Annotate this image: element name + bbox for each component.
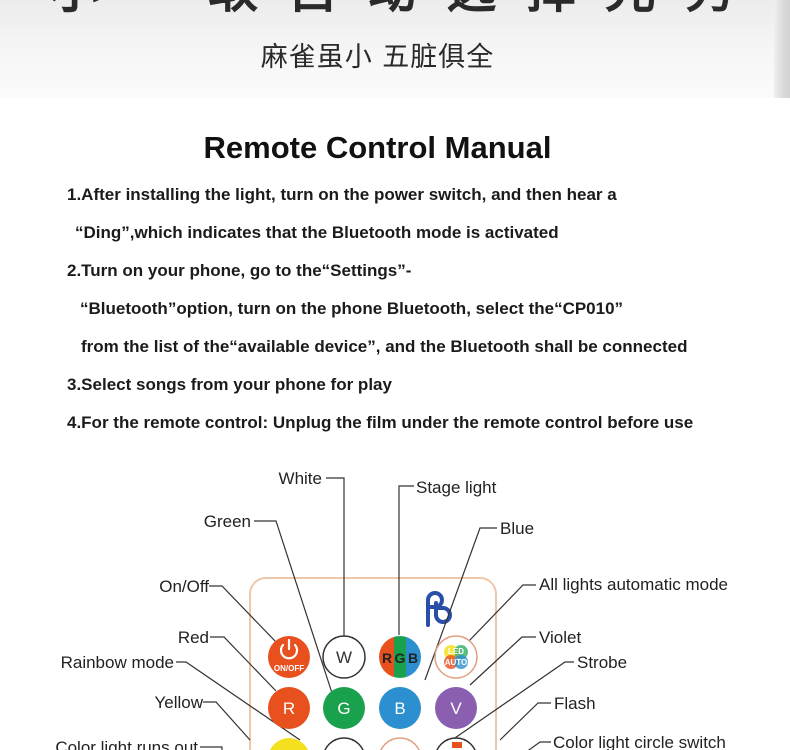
leader-white [326, 477, 345, 644]
remote-diagram: White Stage light Green Blue On/Off All … [55, 469, 728, 750]
leader-all-auto [467, 584, 536, 643]
manual-title: Remote Control Manual [203, 130, 552, 165]
manual-line-5: from the list of the“available device”, … [81, 337, 688, 356]
manual-line-6: 3.Select songs from your phone for play [67, 375, 392, 394]
manual-line-3: 2.Turn on your phone, go to the“Settings… [67, 261, 412, 280]
label-stage-light: Stage light [416, 478, 497, 497]
power-caption: ON/OFF [274, 664, 304, 673]
label-yellow: Yellow [154, 693, 203, 712]
red-button-label: R [283, 699, 295, 718]
leader-green [254, 520, 333, 694]
leader-yellow [203, 701, 251, 741]
label-white: White [279, 469, 322, 488]
blue-button[interactable]: B [379, 687, 421, 729]
violet-button-label: V [450, 699, 462, 718]
label-color-circle-switch: Color light circle switch [553, 733, 726, 750]
leader-circle-switch [527, 741, 551, 750]
green-button[interactable]: G [323, 687, 365, 729]
power-button[interactable]: ON/OFF [268, 636, 310, 678]
rgb-label-r: R [382, 650, 392, 666]
banner-title: 小 一 取 自 动 选 择 光 秀 [0, 0, 790, 20]
led-auto-button[interactable]: LED AUTO [434, 635, 478, 679]
manual-line-4: “Bluetooth”option, turn on the phone Blu… [80, 299, 624, 318]
label-green: Green [204, 512, 251, 531]
remote-body [249, 577, 497, 750]
leader-red [210, 636, 277, 692]
red-button[interactable]: R [268, 687, 310, 729]
leader-stage-light [398, 485, 414, 635]
white-button-label: W [336, 648, 352, 667]
leader-flash [499, 702, 551, 741]
banner-subtitle: 麻雀虽小 五脏俱全 [260, 42, 495, 73]
top-banner: 小 一 取 自 动 选 择 光 秀 麻雀虽小 五脏俱全 [0, 0, 790, 98]
rainbow-button[interactable] [323, 737, 365, 750]
power-icon [279, 638, 299, 660]
flash-mark-icon [452, 742, 462, 748]
leader-on-off [209, 585, 277, 643]
rgb-label-g: G [395, 650, 406, 666]
label-blue: Blue [500, 519, 534, 538]
rgb-label-b: B [408, 650, 418, 666]
stage-light-button[interactable]: R G B [379, 636, 421, 678]
brand-logo-icon [426, 591, 452, 627]
leader-blue [424, 527, 497, 681]
label-flash: Flash [554, 694, 596, 713]
blue-button-label: B [394, 699, 405, 718]
led-label: LED [448, 647, 464, 656]
white-button[interactable]: W [322, 635, 366, 679]
label-color-runs-out: Color light runs out [55, 738, 198, 750]
manual-line-1: 1.After installing the light, turn on th… [67, 185, 617, 204]
auto-label: AUTO [445, 658, 468, 667]
banner-side-shade [774, 0, 790, 98]
leader-runs-out [200, 746, 223, 750]
label-red: Red [178, 628, 209, 647]
leader-violet [469, 636, 536, 686]
label-on-off: On/Off [159, 577, 209, 596]
yellow-button[interactable] [268, 738, 310, 750]
label-rainbow-mode: Rainbow mode [61, 653, 174, 672]
leader-rainbow [176, 661, 301, 741]
label-violet: Violet [539, 628, 581, 647]
strobe-button[interactable] [379, 737, 421, 750]
label-strobe: Strobe [577, 653, 627, 672]
label-all-auto: All lights automatic mode [539, 575, 728, 594]
green-button-label: G [337, 699, 350, 718]
manual-line-2: “Ding”,which indicates that the Bluetoot… [75, 223, 559, 242]
leader-strobe [451, 661, 574, 741]
manual-line-7: 4.For the remote control: Unplug the fil… [67, 413, 694, 432]
violet-button[interactable]: V [435, 687, 477, 729]
